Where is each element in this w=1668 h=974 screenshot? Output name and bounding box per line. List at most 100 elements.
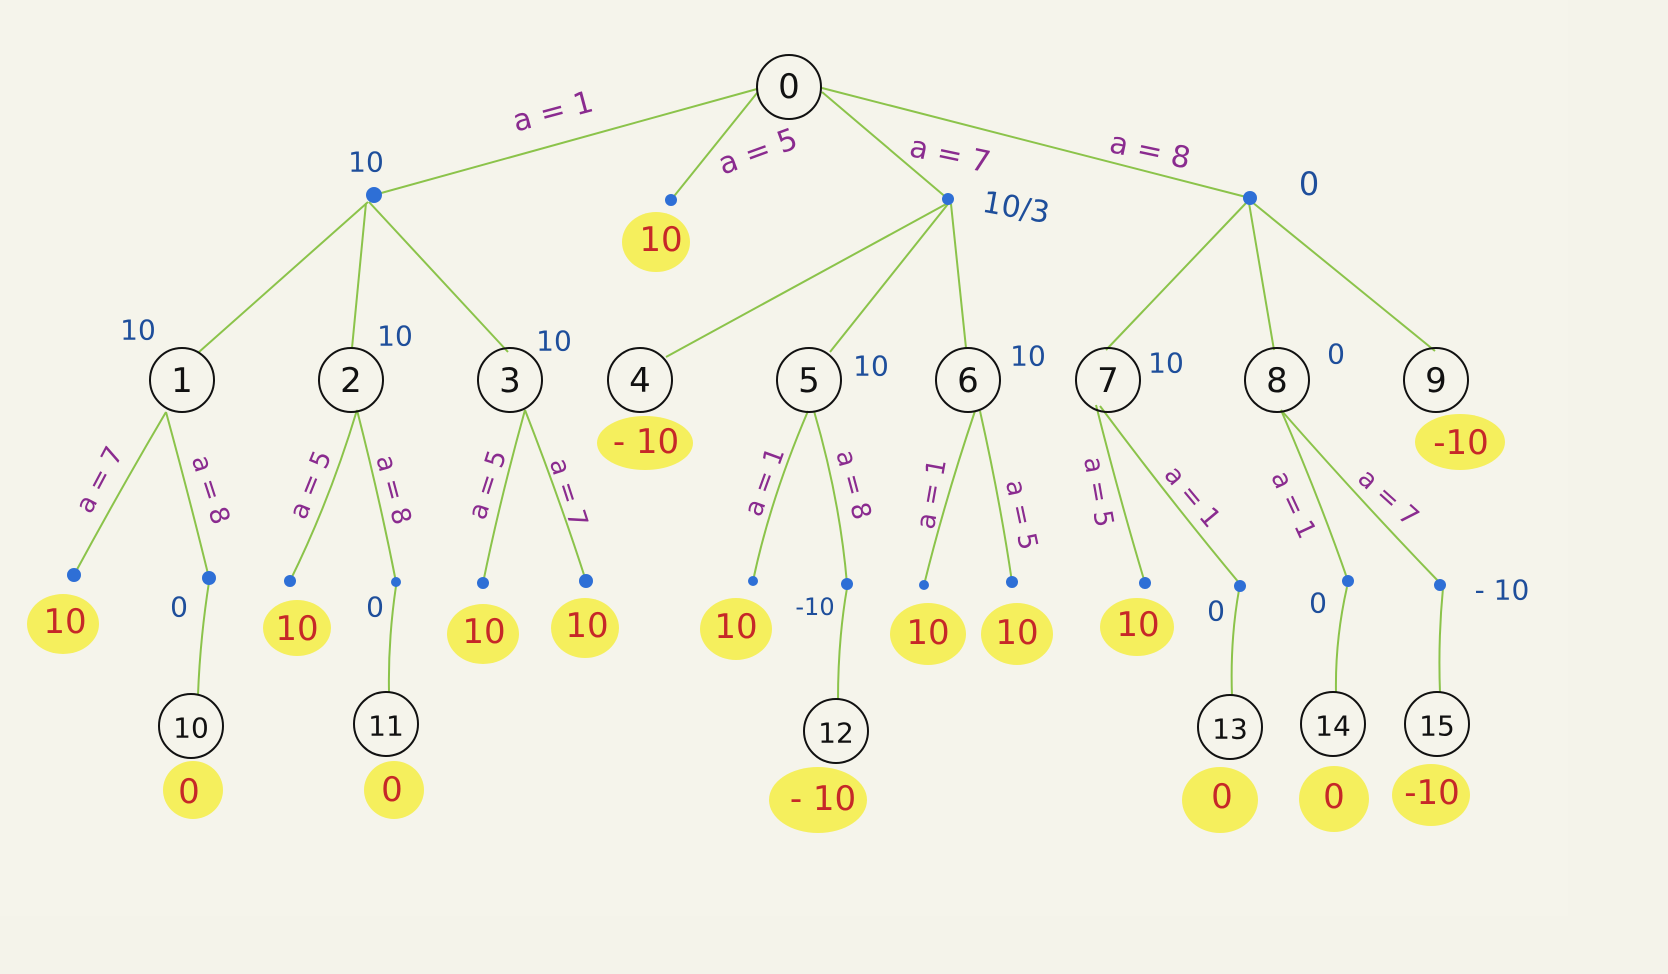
highlight-root-a5: [622, 212, 690, 272]
action-label: a = 1: [911, 457, 953, 532]
utility-label: 0: [381, 770, 403, 810]
value-label: 0: [1327, 338, 1345, 371]
action-label: a = 1: [739, 444, 791, 521]
highlight-node-10: [163, 761, 223, 819]
utility-label: 10: [275, 609, 318, 649]
action-label: a = 5: [284, 447, 338, 524]
node-12: 12: [803, 698, 869, 764]
node-15: 15: [1404, 691, 1470, 757]
edge-c7-4: [665, 202, 949, 358]
highlight-n7-a5: [1100, 598, 1174, 656]
highlight-node-12: [769, 767, 867, 833]
utility-label: 10: [1116, 605, 1159, 645]
svg-text:9: 9: [1425, 361, 1447, 401]
chance-node-dot: [579, 574, 593, 588]
utility-label: - 10: [613, 422, 679, 462]
edge-c8-8: [1248, 202, 1275, 351]
edge-0-c8: [821, 87, 1251, 199]
svg-text:13: 13: [1212, 713, 1248, 746]
node-13: 13: [1197, 694, 1263, 760]
action-label: a = 1: [509, 85, 597, 140]
node-11: 11: [353, 691, 419, 757]
utility-label: -10: [1404, 773, 1460, 813]
chance-node-dot: [1234, 580, 1246, 592]
node-8: 8: [1244, 347, 1310, 413]
value-label: 0: [366, 591, 384, 624]
action-label: a = 7: [543, 455, 593, 532]
edge-8-a1: [1280, 409, 1349, 582]
edge-2-a5: [289, 409, 358, 582]
node-5: 5: [776, 347, 842, 413]
edge-c5b-12: [837, 587, 848, 701]
edge-6-a5: [979, 410, 1013, 583]
node-7: 7: [1075, 347, 1141, 413]
edge-6-a1: [923, 410, 976, 586]
action-label: a = 8: [185, 452, 235, 529]
chance-node-dot: [366, 187, 382, 203]
value-label: 0: [1299, 165, 1319, 203]
svg-text:0: 0: [778, 67, 800, 107]
highlight-n6-a1: [890, 603, 966, 665]
highlight-n3-a5: [447, 604, 519, 664]
edge-c8-7: [1105, 201, 1248, 351]
utility-label: 0: [1323, 777, 1345, 817]
decision-tree-diagram: 0 1 2 3 4 5 6 7 8 9 10 11 12 13 14 15 a …: [27, 54, 1529, 833]
node-2: 2: [318, 347, 384, 413]
svg-text:12: 12: [818, 717, 854, 750]
value-label: 10: [377, 320, 413, 353]
edge-3-a7: [524, 409, 587, 582]
value-label: 10: [348, 146, 384, 179]
svg-text:2: 2: [340, 361, 362, 401]
value-label: -10: [795, 593, 834, 621]
chance-node-dot: [942, 193, 954, 205]
utility-label: 0: [1211, 777, 1233, 817]
svg-text:6: 6: [957, 361, 979, 401]
edge-c7-6: [950, 203, 967, 349]
value-label: 10: [1148, 347, 1184, 380]
chance-node-dot: [841, 578, 853, 590]
edge-0-c5: [670, 92, 758, 201]
node-4: 4: [607, 347, 673, 413]
edge-7-a1: [1099, 405, 1241, 585]
edge-c7b-13: [1230, 589, 1240, 697]
chance-node-dot: [202, 571, 216, 585]
svg-text:15: 15: [1419, 710, 1455, 743]
chance-node-dot: [67, 568, 81, 582]
value-label: 10: [536, 325, 572, 358]
chance-node-dot: [1243, 191, 1257, 205]
highlight-n2-a5: [263, 600, 331, 656]
edge-5-a1: [752, 410, 809, 582]
edge-2-a8: [356, 409, 397, 583]
chance-node-dot: [477, 577, 489, 589]
action-label: a = 7: [70, 442, 130, 519]
node-3: 3: [477, 347, 543, 413]
edge-8-a7: [1280, 409, 1441, 584]
value-label: 10: [853, 350, 889, 383]
edge-c8a-14: [1334, 586, 1348, 694]
edge-5-a8: [813, 410, 848, 585]
value-labels: 10 10/3 0 10 10 10 10 10 10 0 0 0 -10 0 …: [120, 146, 1529, 628]
chance-node-dot: [1006, 576, 1018, 588]
chance-node-dot: [391, 577, 401, 587]
state-nodes: 0 1 2 3 4 5 6 7 8 9 10 11 12 13 14 15: [149, 54, 1470, 764]
svg-text:1: 1: [171, 361, 193, 401]
action-label: a = 1: [1158, 460, 1226, 534]
action-label: a = 8: [829, 447, 876, 523]
edge-1-a8: [165, 411, 210, 579]
svg-text:10: 10: [173, 712, 209, 745]
edge-c2b-11: [387, 585, 397, 693]
utility-label: -10: [1433, 423, 1489, 463]
highlight-node-13: [1182, 767, 1258, 833]
svg-text:14: 14: [1315, 710, 1351, 743]
utility-label: 10: [565, 606, 608, 646]
highlight-node-9: [1415, 414, 1505, 470]
node-10: 10: [158, 693, 224, 759]
value-label: 10: [1010, 340, 1046, 373]
highlight-n6-a5: [981, 603, 1053, 665]
svg-text:5: 5: [798, 361, 820, 401]
utility-label: 10: [995, 613, 1038, 653]
svg-text:4: 4: [629, 361, 651, 401]
edge-c8b-15: [1438, 587, 1444, 694]
node-1: 1: [149, 347, 215, 413]
highlight-node-14: [1299, 766, 1369, 832]
